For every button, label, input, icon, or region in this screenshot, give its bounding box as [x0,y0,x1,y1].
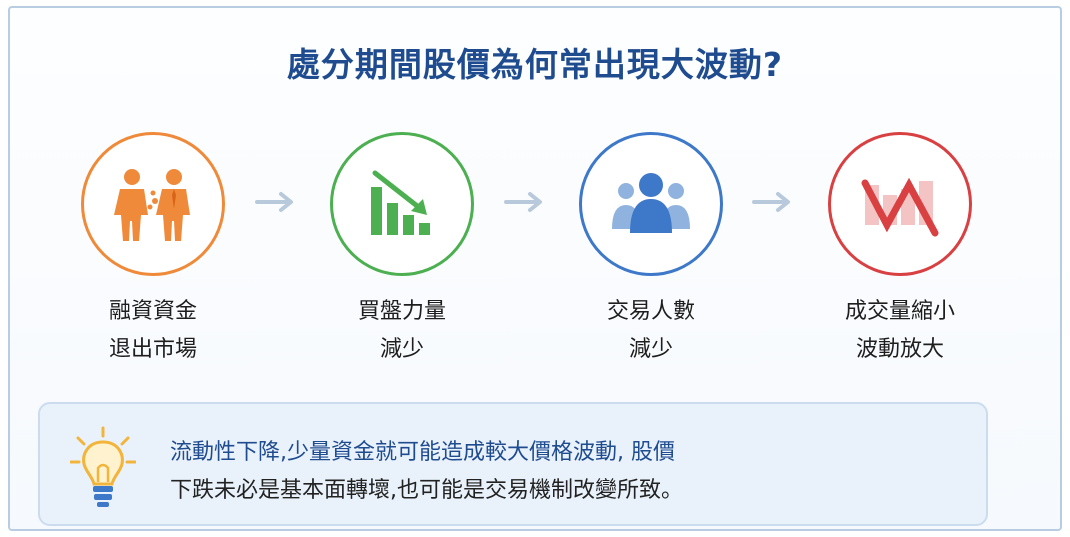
step-circle [81,132,225,276]
step-label-line2: 波動放大 [855,337,944,362]
note-line-1: 流動性下降,少量資金就可能造成較大價格波動, 股價 [170,440,675,465]
zigzag-volatility-icon [861,177,939,237]
arrow-right-icon [504,192,542,212]
bar-chart-down-icon [371,170,430,235]
note-line-2: 下跌未必是基本面轉壞,也可能是交易機制改變所致。 [170,478,683,503]
group-people-icon [612,173,690,233]
step-label-line2: 減少 [628,337,673,362]
step-label-line2: 減少 [379,337,424,362]
step-volume: 成交量縮小 波動放大 [820,132,980,382]
step-label-line1: 成交量縮小 [844,299,955,324]
people-exchange-icon [114,169,190,241]
step-label-line1: 買盤力量 [357,299,446,324]
step-traders: 交易人數 減少 [571,132,731,382]
step-label-line2: 退出市場 [108,337,197,362]
step-buying-power: 買盤力量 減少 [322,132,482,382]
insight-note: 流動性下降,少量資金就可能造成較大價格波動, 股價 下跌未必是基本面轉壞,也可能… [38,402,988,526]
page-title: 處分期間股價為何常出現大波動? [286,45,784,84]
step-label-line1: 融資資金 [108,299,197,324]
step-margin-exit: 融資資金 退出市場 [73,132,233,382]
step-circle [579,132,723,276]
step-circle [828,132,972,276]
arrow-right-icon [752,192,790,212]
lightbulb-icon [70,426,136,507]
step-circle [330,132,474,276]
arrow-right-icon [255,192,293,212]
infographic-card: 處分期間股價為何常出現大波動? 融資資金 退出市場 [8,6,1062,531]
step-label-line1: 交易人數 [606,299,695,324]
